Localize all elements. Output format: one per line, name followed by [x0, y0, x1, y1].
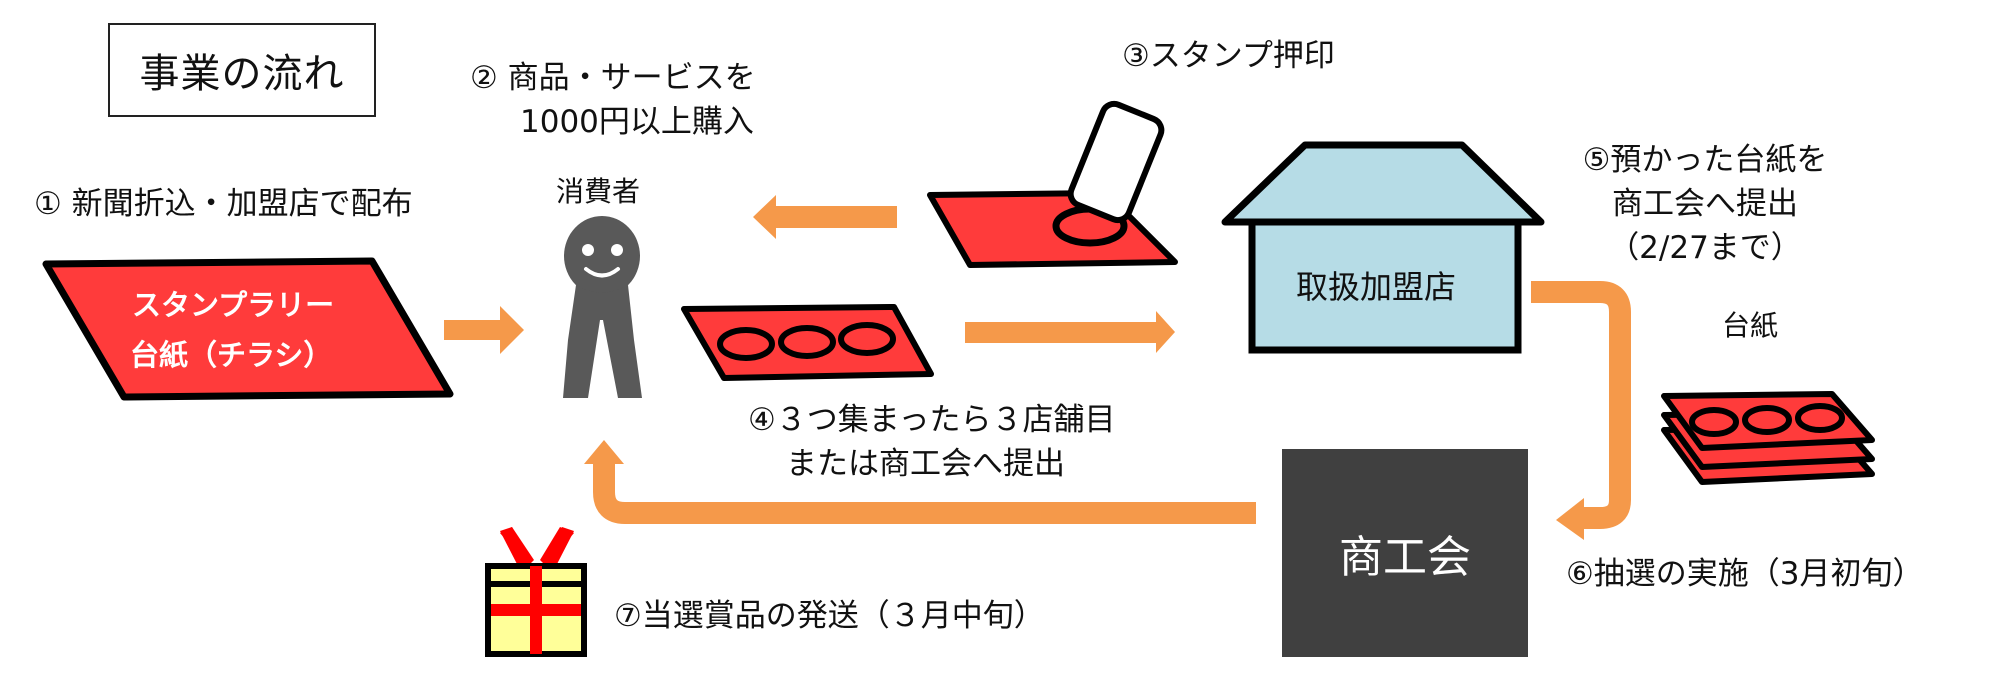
step5-label-line3: （2/27まで）	[1608, 230, 1802, 266]
stamp-icon	[1067, 100, 1165, 224]
house-icon: 取扱加盟店	[1221, 141, 1545, 354]
step6-label: ⑥抽選の実施（3月初旬）	[1566, 556, 1924, 592]
flyer-label-line1: スタンプラリー	[132, 288, 334, 322]
step2-label-line1: ② 商品・サービスを	[470, 60, 756, 96]
step3-label: ③スタンプ押印	[1122, 38, 1335, 74]
flyer-label-line2: 台紙（チラシ）	[130, 338, 332, 372]
card-stack-label: 台紙	[1722, 309, 1779, 342]
step5-label-line2: 商工会へ提出	[1612, 186, 1798, 222]
flyer-shape	[42, 257, 454, 401]
step1-label: ① 新聞折込・加盟店で配布	[34, 186, 413, 222]
gift-icon	[485, 527, 587, 657]
step7-label: ⑦当選賞品の発送（３月中旬）	[614, 598, 1045, 634]
stamp-card-full-icon	[681, 304, 934, 381]
step4-label-line1: ④３つ集まったら３店舗目	[748, 402, 1116, 438]
shop-label: 取扱加盟店	[1296, 268, 1456, 306]
card-stack-icon	[1661, 391, 1875, 485]
arrow-curve-down-icon	[1531, 281, 1631, 529]
stamp-card-icon	[927, 190, 1178, 268]
step2-label-line2: 1000円以上購入	[520, 104, 754, 140]
step5-label-line1: ⑤預かった台紙を	[1582, 142, 1828, 178]
arrow-return-icon	[593, 462, 1256, 524]
person-icon	[563, 216, 642, 398]
chamber-of-commerce-node: 商工会	[1282, 449, 1528, 657]
arrow-left-icon	[753, 195, 897, 239]
arrow-head-left	[1556, 498, 1584, 540]
chamber-label: 商工会	[1339, 532, 1471, 583]
flyer-node: スタンプラリー 台紙（チラシ）	[42, 257, 454, 401]
page-title: 事業の流れ	[108, 23, 376, 117]
consumer-label: 消費者	[556, 175, 641, 208]
step4-label-line2: または商工会へ提出	[786, 446, 1065, 482]
arrow-right-icon	[965, 311, 1175, 353]
arrow-head-up	[584, 440, 624, 464]
arrow-right-icon	[444, 306, 524, 354]
